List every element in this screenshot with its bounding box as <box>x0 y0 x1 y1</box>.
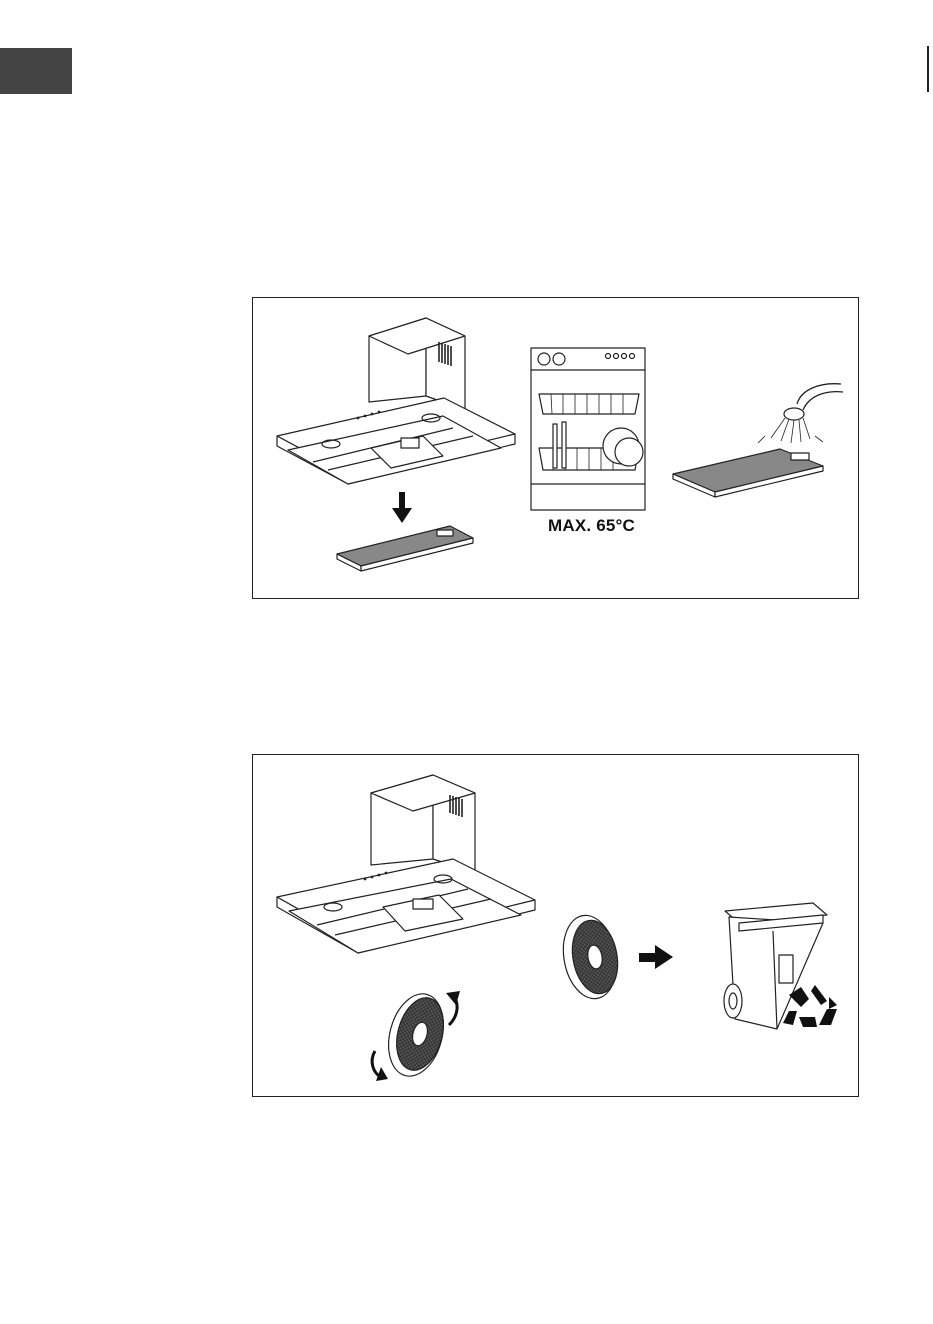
rinse-filter-illustration <box>673 384 843 497</box>
grease-filter-illustration <box>337 526 473 571</box>
carbon-filter-rotating-illustration <box>380 988 452 1083</box>
dishwasher-illustration <box>531 348 645 510</box>
range-hood-illustration <box>277 775 535 953</box>
waste-bin-icon <box>724 903 827 1029</box>
carbon-filter-illustration <box>253 755 857 1095</box>
language-tab-marker <box>0 48 72 94</box>
grease-filter-illustration <box>253 298 857 597</box>
crop-mark <box>927 46 929 92</box>
carbon-filter-replacement-figure <box>252 754 859 1097</box>
arrow-right-icon <box>639 945 673 969</box>
carbon-filter-illustration <box>557 911 623 1003</box>
max-temperature-label: MAX. 65°C <box>548 516 635 536</box>
range-hood-illustration <box>277 318 515 484</box>
arrow-down-icon <box>392 492 412 523</box>
grease-filter-cleaning-figure: MAX. 65°C <box>252 297 859 599</box>
